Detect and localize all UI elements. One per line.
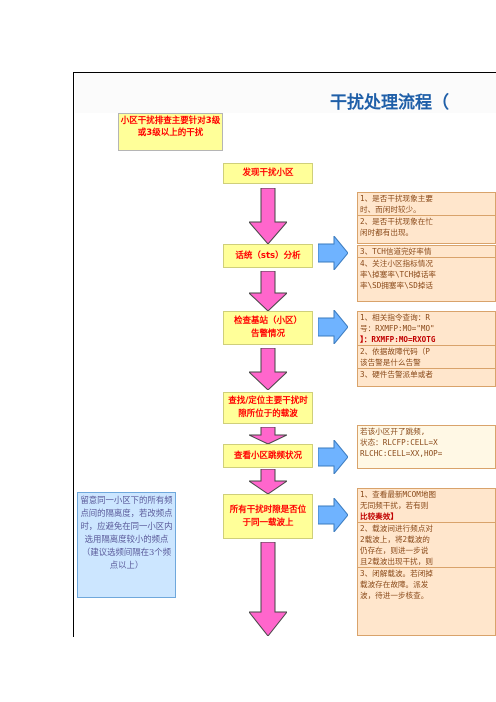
info-line: 仍存在，则进一步说 xyxy=(360,546,429,555)
info-line: 比较奏效】 xyxy=(360,512,398,521)
info-box-sts-indicators: 3、TCH信道完好率情 4、关注小区指标情况 率\掉塞率\TCH掉话率 率\SD… xyxy=(357,245,496,302)
right-arrow-1 xyxy=(318,236,348,270)
info-line: 时、而闲时较少。 xyxy=(360,205,421,214)
info-divider xyxy=(358,345,495,346)
info-line: 3、硬件告警派单或者 xyxy=(360,370,433,379)
info-line: 状态：RLCFP:CELL=X xyxy=(360,438,438,447)
info-divider xyxy=(358,257,495,258)
info-line: 2、是否干扰现象在忙 xyxy=(360,217,433,226)
step-label: 发现干扰小区 xyxy=(242,168,294,178)
info-line: 率\SD拥塞率\SD掉话 xyxy=(360,281,433,290)
info-line: 若该小区开了跳频, xyxy=(360,427,426,436)
scope-note: 小区干扰排查主要针对3级或3级以上的干扰 xyxy=(118,113,223,151)
info-box-hopping-commands: 若该小区开了跳频, 状态：RLCFP:CELL=X RLCHC:CELL=XX,… xyxy=(357,425,496,469)
frame-top-border xyxy=(73,72,496,73)
down-arrow-3 xyxy=(249,348,287,390)
info-line: 率\掉塞率\TCH掉话率 xyxy=(360,270,437,279)
info-line: 】：RXMFP:MO=RXOTG xyxy=(360,335,436,344)
step-same-carrier-check[interactable]: 所有干扰时隙是否位于同一载波上 xyxy=(223,494,313,539)
info-divider xyxy=(358,567,495,568)
step-label: 检查基站（小区）告警情况 xyxy=(233,316,302,339)
info-line: 无同频干扰，若有则 xyxy=(360,501,429,510)
info-box-traffic-pattern: 1、是否干扰现象主要 时、而闲时较少。 2、是否干扰现象在忙 闲时都有出现。 xyxy=(357,192,496,244)
right-arrow-4 xyxy=(318,498,348,532)
down-arrow-1 xyxy=(249,188,287,244)
info-line: 闲时都有出现。 xyxy=(360,228,414,237)
info-divider xyxy=(358,368,495,369)
info-line: 1、相关指令查询：R xyxy=(360,313,430,322)
step-label: 话统（sts）分析 xyxy=(235,250,301,261)
title-band xyxy=(75,73,496,113)
info-line: 3、闭解载波。若闭掉 xyxy=(360,569,433,578)
info-line: 3、TCH信道完好率情 xyxy=(360,247,432,256)
step-check-frequency-hopping[interactable]: 查看小区跳频状况 xyxy=(223,444,313,468)
info-line: 载波存在故障。派发 xyxy=(360,580,429,589)
right-arrow-3 xyxy=(318,440,348,474)
frame-left-border xyxy=(73,72,74,637)
isolation-note: 留意同一小区下的所有频点间的隔离度，若改频点时，应避免在同一小区内选用隔离度较小… xyxy=(77,492,176,598)
step-locate-interference-carrier[interactable]: 查找/定位主要干扰时隙所位于的载波 xyxy=(223,392,313,424)
down-arrow-5 xyxy=(249,469,287,494)
info-line: 2、载波间进行频点对 xyxy=(360,524,433,533)
step-sts-analysis[interactable]: 话统（sts）分析 xyxy=(223,244,313,268)
down-arrow-6 xyxy=(249,542,287,636)
down-arrow-4 xyxy=(249,427,287,444)
info-line: 4、关注小区指标情况 xyxy=(360,259,433,268)
info-line: 1、是否干扰现象主要 xyxy=(360,194,433,203)
info-line: 且2载波出现干扰，则 xyxy=(360,557,433,566)
info-box-carrier-analysis: 1、查看最新MCOM地图 无同频干扰，若有则 比较奏效】 2、载波间进行频点对 … xyxy=(357,488,496,636)
step-find-interference-cell[interactable]: 发现干扰小区 xyxy=(223,163,313,184)
info-line: 波，待进一步核查。 xyxy=(360,591,429,600)
info-line: 2、依据故障代码（P xyxy=(360,347,430,356)
info-line: 1、查看最新MCOM地图 xyxy=(360,490,437,499)
step-label: 查找/定位主要干扰时隙所位于的载波 xyxy=(228,396,308,419)
page-title: 干扰处理流程（ xyxy=(330,93,449,113)
info-divider xyxy=(358,522,495,523)
info-line: 该告警是什么告警 xyxy=(360,358,421,367)
info-line: RLCHC:CELL=XX,HOP= xyxy=(360,449,443,458)
down-arrow-2 xyxy=(249,271,287,311)
info-divider xyxy=(358,215,495,216)
step-label: 查看小区跳频状况 xyxy=(233,450,302,461)
info-line: 2载波上，将2载波的 xyxy=(360,535,430,544)
right-arrow-2 xyxy=(318,310,348,344)
step-check-site-alarms[interactable]: 检查基站（小区）告警情况 xyxy=(223,311,313,345)
info-line: 号：RXMFP:MO="MO" xyxy=(360,324,435,333)
info-box-alarm-commands: 1、相关指令查询：R 号：RXMFP:MO="MO" 】：RXMFP:MO=RX… xyxy=(357,311,496,387)
step-label: 所有干扰时隙是否位于同一载波上 xyxy=(229,504,307,528)
